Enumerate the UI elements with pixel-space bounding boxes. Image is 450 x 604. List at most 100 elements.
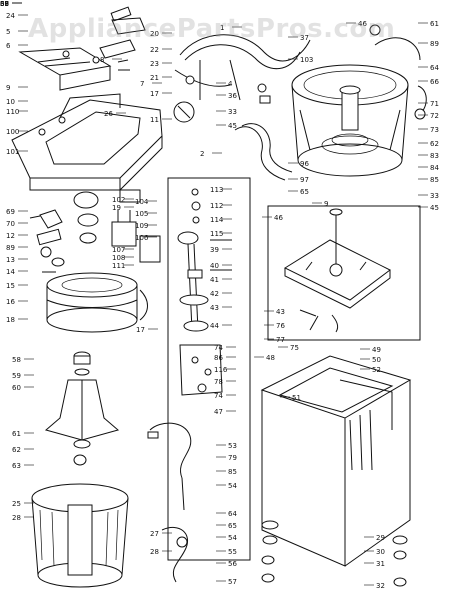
callout-60: 60	[12, 384, 21, 392]
callout-109: 109	[135, 222, 148, 230]
callout-102: 102	[112, 196, 125, 204]
callout-35: 35	[0, 0, 9, 8]
callout-19: 19	[112, 204, 121, 212]
callout-47: 47	[214, 408, 223, 416]
callout-20: 20	[150, 30, 159, 38]
callout-15: 15	[6, 282, 15, 290]
callout-53: 53	[228, 442, 237, 450]
callout-64: 64	[228, 510, 237, 518]
callout-74: 74	[214, 392, 223, 400]
callout-104: 104	[135, 198, 149, 206]
callout-33: 33	[228, 108, 237, 116]
callout-61: 61	[430, 20, 439, 28]
callout-65: 65	[300, 188, 309, 196]
callout-101: 101	[6, 148, 19, 156]
callout-52: 52	[372, 366, 381, 374]
callout-57: 57	[228, 578, 237, 586]
callout-70: 70	[6, 220, 15, 228]
callout-48: 48	[266, 354, 275, 362]
callout-65: 65	[228, 522, 237, 530]
callout-66: 66	[430, 78, 439, 86]
callout-86: 86	[214, 354, 223, 362]
callout-29: 29	[376, 534, 385, 542]
callout-5: 5	[6, 28, 10, 36]
callout-113: 113	[210, 186, 223, 194]
leveling-feet	[261, 520, 408, 587]
callout-115: 115	[210, 230, 223, 238]
callout-89: 89	[430, 40, 439, 48]
callout-32: 32	[376, 582, 385, 590]
callout-67: 67	[0, 0, 9, 8]
console-bracket-assembly	[18, 6, 146, 91]
callout-17: 17	[150, 90, 159, 98]
drain-hose	[147, 422, 192, 511]
callout-7: 7	[140, 80, 144, 88]
callout-36: 36	[0, 0, 9, 8]
callout-46: 46	[274, 214, 283, 222]
callout-6: 6	[6, 42, 11, 50]
callout-37: 37	[300, 34, 309, 42]
callout-62: 62	[430, 140, 439, 148]
washer-cabinet	[260, 355, 412, 567]
hose-37	[234, 123, 293, 181]
callout-26: 26	[104, 110, 113, 118]
callout-54: 54	[228, 482, 237, 490]
callout-85: 85	[228, 468, 237, 476]
callout-14: 14	[6, 268, 15, 276]
callout-8: 8	[100, 56, 104, 64]
callout-112: 112	[210, 202, 223, 210]
callout-114: 114	[210, 216, 224, 224]
callout-83: 83	[430, 152, 439, 160]
callout-30: 30	[376, 548, 385, 556]
callout-78: 78	[214, 378, 223, 386]
callout-63: 63	[12, 462, 21, 470]
callout-85: 85	[430, 176, 439, 184]
agitator	[44, 351, 120, 466]
callout-106: 106	[135, 234, 149, 242]
outer-tub	[291, 24, 427, 177]
callout-108: 108	[112, 254, 125, 262]
agitator-base-drive	[46, 272, 148, 333]
callout-49: 49	[372, 346, 381, 354]
callout-43: 43	[210, 304, 219, 312]
callout-50: 50	[372, 356, 381, 364]
callout-69: 69	[6, 208, 15, 216]
callout-46: 46	[358, 20, 367, 28]
tub-ring-bracket	[179, 344, 223, 396]
callout-28: 28	[150, 548, 159, 556]
callout-25: 25	[12, 500, 21, 508]
callout-27: 27	[150, 530, 159, 538]
callout-18: 18	[6, 316, 15, 324]
callout-labels: 2456879101101001110126202223211714363345…	[0, 0, 439, 590]
callout-68: 68	[0, 0, 9, 8]
callout-97: 97	[300, 176, 309, 184]
callout-43: 43	[276, 308, 285, 316]
callout-105: 105	[135, 210, 148, 218]
callout-1: 1	[220, 24, 224, 32]
callout-107: 107	[112, 246, 125, 254]
watermark: AppliancePartsPros.com	[28, 14, 396, 44]
callout-77: 77	[276, 336, 285, 344]
actuator-shaft-assembly	[177, 188, 232, 332]
callout-73: 73	[430, 126, 439, 134]
washer-top-cover	[11, 93, 163, 191]
callout-54: 54	[228, 534, 237, 542]
callout-9: 9	[6, 84, 10, 92]
callout-21: 21	[150, 74, 159, 82]
callout-13: 13	[6, 256, 15, 264]
callout-110: 110	[6, 108, 19, 116]
callout-23: 23	[150, 60, 159, 68]
callout-64: 64	[430, 64, 439, 72]
callout-103: 103	[300, 56, 313, 64]
callout-62: 62	[12, 446, 21, 454]
callout-72: 72	[430, 112, 439, 120]
wiring-harness	[174, 34, 311, 104]
callout-89: 89	[6, 244, 15, 252]
motor-cord	[161, 526, 188, 583]
callout-41: 41	[210, 276, 219, 284]
callout-4: 4	[228, 80, 233, 88]
timer-knob	[173, 101, 195, 123]
callout-31: 31	[376, 560, 385, 568]
callout-51: 51	[292, 394, 301, 402]
callout-61: 61	[12, 430, 21, 438]
